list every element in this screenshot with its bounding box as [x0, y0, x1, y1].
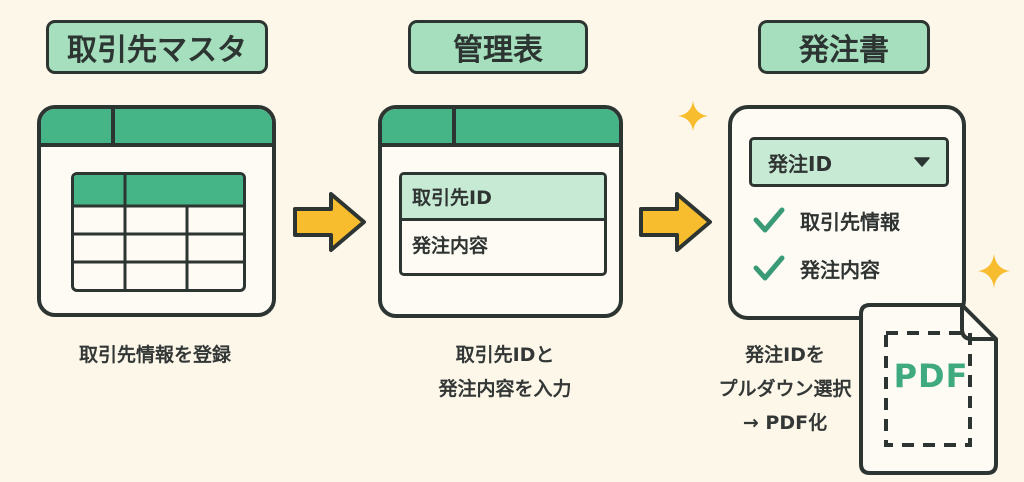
step2-caption: 取引先IDと 発注内容を入力 [380, 338, 630, 406]
pdf-document-icon [859, 303, 998, 475]
grid-lines [74, 175, 243, 289]
window-header [382, 109, 619, 147]
arrow-right-icon [639, 192, 712, 252]
step3-title-text: 発注書 [799, 33, 889, 68]
field-order-content-label: 発注内容 [412, 234, 489, 257]
arrow-right-icon [293, 192, 366, 252]
input-form: 取引先ID 発注内容 [399, 172, 607, 276]
checkmark-icon [753, 255, 785, 281]
step1-title: 取引先マスタ [46, 20, 268, 74]
window-header [41, 109, 272, 147]
spreadsheet-grid [71, 172, 246, 292]
step1-title-text: 取引先マスタ [67, 33, 247, 68]
field-supplier-id-label: 取引先ID [412, 187, 492, 209]
checklist-item: 取引先情報 [752, 205, 900, 235]
step2-title: 管理表 [408, 20, 588, 74]
step1-caption-line: 取引先情報を登録 [78, 344, 231, 366]
order-form-window: 発注ID 取引先情報 発注内容 [728, 105, 966, 320]
field-supplier-id[interactable]: 取引先ID [402, 175, 604, 221]
checklist-item-label: 取引先情報 [800, 209, 900, 234]
pdf-label: PDF [893, 357, 969, 395]
order-id-select-value: 発注ID [768, 151, 833, 176]
step1-caption: 取引先情報を登録 [30, 338, 280, 372]
step2-caption-line: 取引先IDと [455, 344, 555, 366]
checklist-item-label: 発注内容 [800, 257, 880, 282]
step3-caption: 発注IDを プルダウン選択 → PDF化 [660, 338, 910, 440]
checklist-item: 発注内容 [752, 253, 880, 283]
step2-caption-line: 発注内容を入力 [438, 378, 572, 400]
step2-title-text: 管理表 [453, 33, 543, 68]
header-divider [111, 109, 115, 143]
step3-caption-line: 発注IDを [745, 344, 825, 366]
sparkle-icon [978, 254, 1010, 288]
field-order-content[interactable]: 発注内容 [402, 221, 604, 267]
header-divider [452, 109, 456, 143]
step3-caption-line: → PDF化 [742, 412, 828, 434]
checkmark-icon [753, 207, 785, 233]
management-window-icon: 取引先ID 発注内容 [378, 105, 623, 318]
step3-caption-line: プルダウン選択 [718, 378, 852, 400]
master-window-icon [37, 105, 276, 317]
dropdown-triangle-icon [914, 157, 930, 167]
order-id-select[interactable]: 発注ID [749, 137, 949, 187]
sparkle-icon [678, 101, 708, 131]
step3-title: 発注書 [758, 20, 930, 74]
